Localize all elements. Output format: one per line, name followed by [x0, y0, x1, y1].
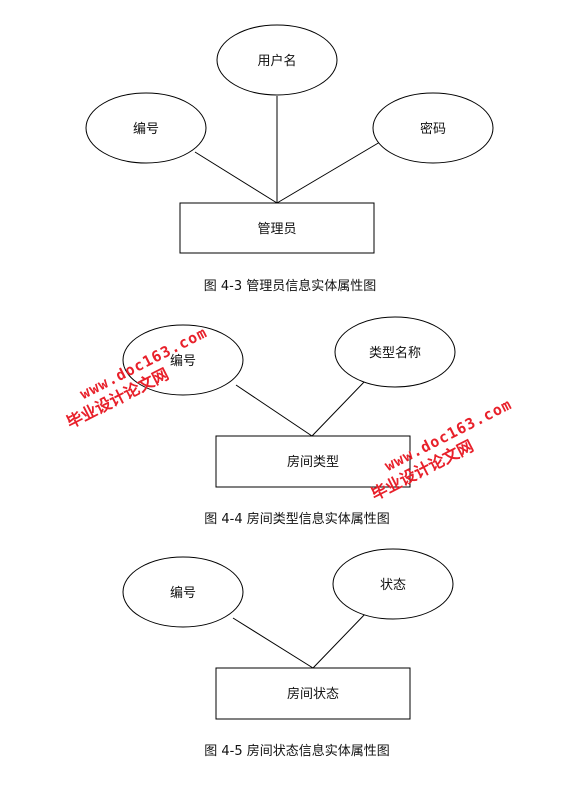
figure-room-status: 编号 状态 房间状态 图 4-5 房间状态信息实体属性图: [122, 548, 454, 759]
attr-label-roomtype-id: 编号: [170, 354, 196, 369]
figure-admin: 用户名 编号 密码 管理员 图 4-3 管理员信息实体属性图: [85, 24, 494, 294]
attr-label-roomtype-name: 类型名称: [369, 345, 421, 361]
link-admin-password: [276, 141, 381, 204]
entity-box-roomstatus: [215, 667, 411, 720]
entity-label-roomstatus: 房间状态: [287, 686, 339, 702]
link-admin-id: [194, 151, 278, 204]
attr-label-username: 用户名: [257, 53, 296, 69]
attr-label-password: 密码: [420, 121, 446, 137]
attr-ellipse-id: [85, 92, 207, 164]
attr-ellipse-roomtype-name: [334, 316, 456, 388]
attr-label-id: 编号: [133, 122, 159, 137]
link-roomstatus-state: [312, 611, 368, 669]
attr-ellipse-roomstatus-state: [332, 548, 454, 620]
entity-box-admin: [179, 202, 375, 254]
link-roomtype-id: [235, 384, 313, 437]
attr-ellipse-password: [372, 92, 494, 164]
link-roomstatus-id: [232, 617, 314, 669]
figure-caption-roomtype: 图 4-4 房间类型信息实体属性图: [204, 511, 390, 527]
attr-ellipse-username: [216, 24, 338, 96]
attr-ellipse-roomstatus-id: [122, 556, 244, 628]
figure-caption-admin: 图 4-3 管理员信息实体属性图: [204, 278, 377, 294]
entity-box-roomtype: [215, 435, 411, 488]
entity-label-admin: 管理员: [257, 222, 296, 237]
link-roomtype-name: [311, 379, 367, 437]
attr-ellipse-roomtype-id: [122, 324, 244, 396]
attr-label-roomstatus-state: 状态: [380, 578, 406, 593]
figure-caption-roomstatus: 图 4-5 房间状态信息实体属性图: [204, 743, 390, 759]
figure-room-type: 编号 类型名称 房间类型 图 4-4 房间类型信息实体属性图: [122, 316, 456, 527]
entity-label-roomtype: 房间类型: [287, 454, 339, 470]
attr-label-roomstatus-id: 编号: [170, 586, 196, 601]
